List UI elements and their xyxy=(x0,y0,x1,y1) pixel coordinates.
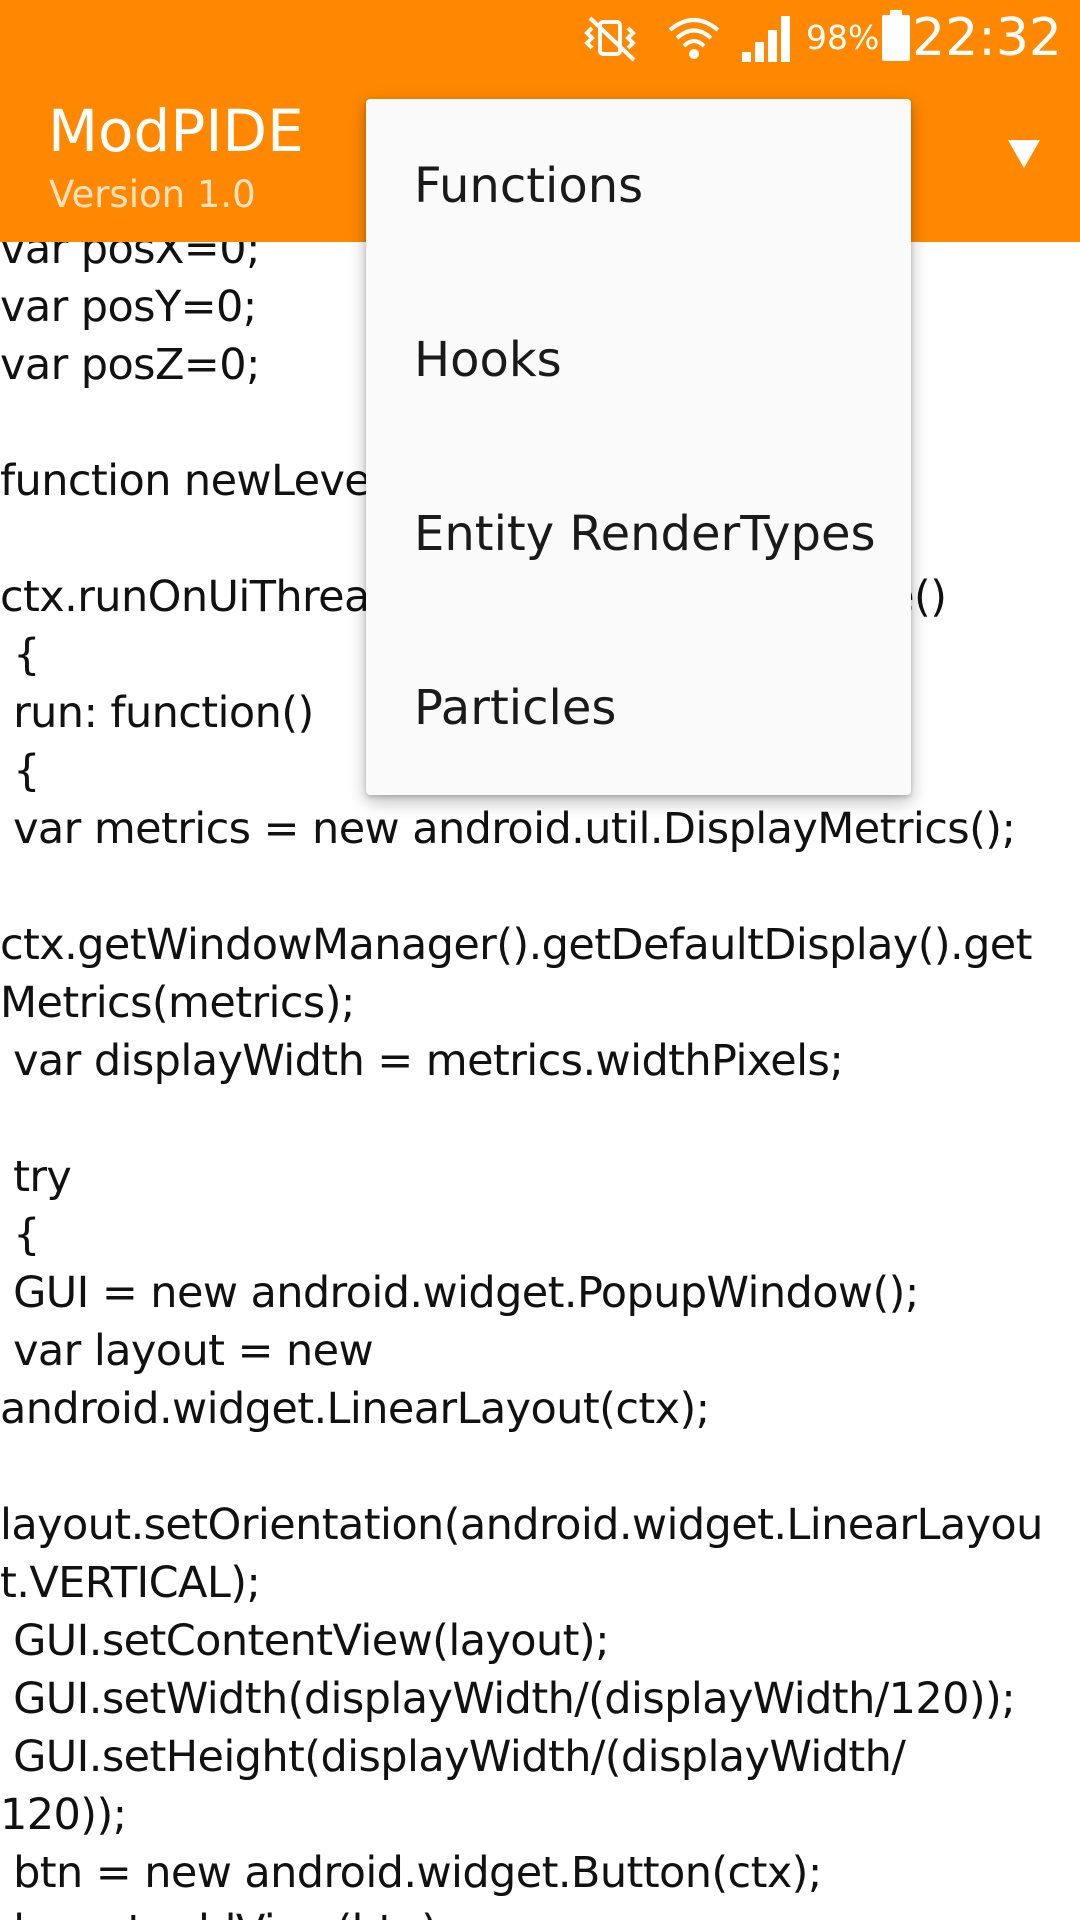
battery-percent: 98% xyxy=(806,18,880,57)
code-line: var posX=0; xyxy=(0,242,260,274)
code-line: { xyxy=(0,746,40,796)
popup-menu: Functions Hooks Entity RenderTypes Parti… xyxy=(366,99,911,795)
vibrate-mute-icon xyxy=(580,12,640,68)
menu-item-particles[interactable]: Particles xyxy=(414,680,617,736)
code-line: ctx.getWindowManager().getDefaultDisplay… xyxy=(0,920,1033,970)
code-line: android.widget.LinearLayout(ctx); xyxy=(0,1384,710,1434)
code-line: GUI.setContentView(layout); xyxy=(0,1616,610,1666)
code-line: var displayWidth = metrics.widthPixels; xyxy=(0,1036,844,1086)
code-line: run: function() xyxy=(0,688,314,738)
code-line: 120)); xyxy=(0,1790,127,1840)
code-line: try xyxy=(0,1152,72,1202)
app-subtitle: Version 1.0 xyxy=(49,173,256,216)
code-line: var metrics = new android.util.DisplayMe… xyxy=(0,804,1016,854)
code-line: { xyxy=(0,1210,40,1260)
status-bar: 98% 22:32 xyxy=(0,0,1080,78)
menu-item-entity-rendertypes[interactable]: Entity RenderTypes xyxy=(414,506,876,562)
dropdown-arrow-icon[interactable] xyxy=(1008,140,1040,168)
code-line: Metrics(metrics); xyxy=(0,978,355,1028)
status-time: 22:32 xyxy=(912,8,1062,68)
code-line: { xyxy=(0,630,40,680)
code-line xyxy=(0,1438,1080,1496)
code-lines: var posX=0; var posY=0; var posZ=0; func… xyxy=(0,242,1080,1920)
code-line: t.VERTICAL); xyxy=(0,1558,261,1608)
code-line: var posY=0; xyxy=(0,282,257,332)
app-title: ModPIDE xyxy=(48,97,304,165)
code-line xyxy=(0,1090,1080,1148)
menu-item-functions[interactable]: Functions xyxy=(414,158,644,214)
code-line: GUI = new android.widget.PopupWindow(); xyxy=(0,1268,919,1318)
wifi-icon xyxy=(666,12,722,68)
code-line: layout.addView(btn); xyxy=(0,1902,1080,1920)
code-line: layout.setOrientation(android.widget.Lin… xyxy=(0,1500,1043,1550)
battery-icon xyxy=(880,10,912,66)
code-line xyxy=(0,858,1080,916)
code-line: var posZ=0; xyxy=(0,340,260,390)
signal-icon xyxy=(740,12,794,68)
code-line: GUI.setHeight(displayWidth/(displayWidth… xyxy=(0,1732,906,1782)
code-line: var layout = new xyxy=(0,1326,374,1376)
code-line: btn = new android.widget.Button(ctx); xyxy=(0,1848,822,1898)
code-line: GUI.setWidth(displayWidth/(displayWidth/… xyxy=(0,1674,1016,1724)
menu-item-hooks[interactable]: Hooks xyxy=(414,332,562,388)
